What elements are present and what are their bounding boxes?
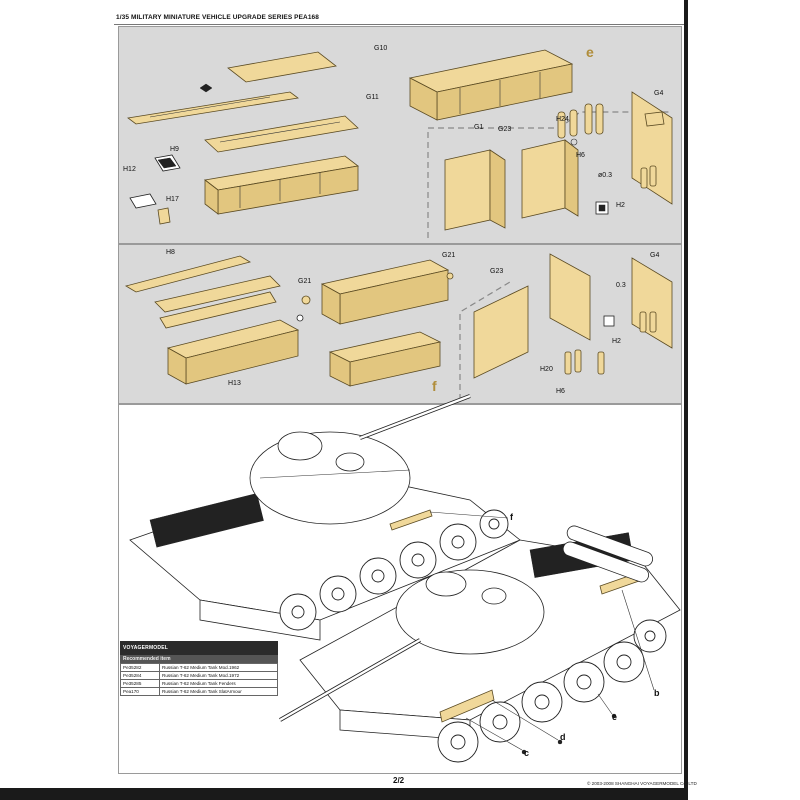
- label-h17: H17: [166, 196, 179, 203]
- label-g21-b: G21: [442, 252, 456, 259]
- item-name: Russian T-62 Medium Tank Mod.1962: [159, 663, 278, 672]
- label-size-03: ø0.3: [598, 172, 613, 179]
- label-h6: H6: [576, 152, 585, 159]
- callout-f: f: [510, 512, 513, 522]
- recommended-title: Recommended item: [120, 655, 278, 663]
- label-g23: G23: [498, 126, 512, 133]
- label-h2: H2: [616, 202, 625, 209]
- callout-c: c: [524, 748, 530, 758]
- item-name: Russian T-62 Medium Tank Mod.1972: [159, 671, 278, 680]
- callout-d: d: [560, 732, 566, 742]
- brand-logo: VOYAGERMODEL: [120, 641, 278, 655]
- callout-e: e: [612, 712, 618, 722]
- item-code: Pe35284: [120, 671, 160, 680]
- recommended-items-box: VOYAGERMODEL Recommended item Pe35282 Ru…: [120, 641, 278, 696]
- label-h9: H9: [170, 146, 179, 153]
- item-name: Russian T-62 Medium Tank Fenders: [159, 679, 278, 688]
- label-h8: H8: [166, 249, 175, 256]
- label-h20: H20: [540, 366, 553, 373]
- label-h6-mid: H6: [556, 388, 565, 395]
- table-row: Pea170 Russian T-62 Medium Tank SlatArmo…: [120, 687, 278, 696]
- section-letter-f: f: [432, 378, 437, 394]
- tank-upper-left: [129, 394, 521, 641]
- label-size-mid: 0.3: [616, 282, 626, 289]
- label-g11: G11: [366, 94, 379, 101]
- recommended-table: Pe35282 Russian T-62 Medium Tank Mod.196…: [120, 663, 278, 696]
- bottom-edge-bar: [0, 788, 688, 800]
- label-h24: H24: [556, 116, 569, 123]
- table-row: Pe35285 Russian T-62 Medium Tank Fenders: [120, 679, 278, 688]
- mid-parts: [124, 253, 673, 400]
- right-edge-bar: [684, 0, 688, 790]
- label-g10: G10: [374, 45, 388, 52]
- item-code: Pe35285: [120, 679, 160, 688]
- label-h13: H13: [228, 380, 241, 387]
- sheet-title: 1/35 MILITARY MINIATURE VEHICLE UPGRADE …: [116, 14, 319, 21]
- label-g4: G4: [654, 90, 664, 97]
- header-rule: [114, 24, 686, 25]
- callout-b: b: [654, 688, 660, 698]
- label-g23-mid: G23: [490, 268, 504, 275]
- label-h2-mid: H2: [612, 338, 621, 345]
- table-row: Pe35282 Russian T-62 Medium Tank Mod.196…: [120, 663, 278, 672]
- table-row: Pe35284 Russian T-62 Medium Tank Mod.197…: [120, 671, 278, 680]
- page-number: 2/2: [393, 776, 405, 785]
- item-code: Pe35282: [120, 663, 160, 672]
- label-g21-a: G21: [298, 278, 312, 285]
- tank-lower-right: [279, 511, 681, 763]
- label-h12: H12: [123, 166, 136, 173]
- section-letter-e: e: [586, 44, 594, 60]
- top-parts: [127, 49, 673, 238]
- label-g4-mid: G4: [650, 252, 660, 259]
- label-g1: G1: [474, 124, 484, 131]
- item-name: Russian T-62 Medium Tank SlatArmour: [159, 687, 278, 696]
- copyright-text: © 2003-2008 SHANGHAI VOYAGERMODEL Co.,LT…: [587, 781, 697, 786]
- item-code: Pea170: [120, 687, 160, 696]
